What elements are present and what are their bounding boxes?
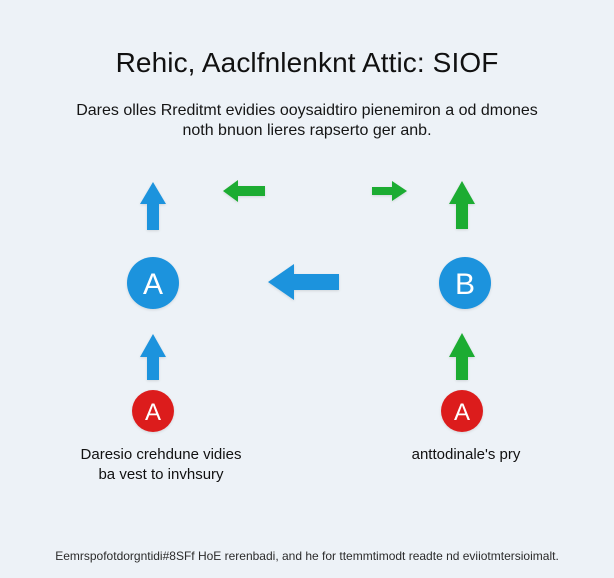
subtitle-line-2: noth bnuon lieres rapserto ger anb. [182, 122, 432, 139]
node-right-bottom: A [441, 390, 483, 432]
green-arrow-up-top-right [449, 181, 475, 229]
green-arrow-right [372, 181, 407, 201]
green-arrow-up-bottom-right [449, 333, 475, 380]
page-subtitle: Dares olles Rreditmt evidies ooysaidtiro… [40, 101, 574, 141]
blue-arrow-up-bottom-left [140, 334, 166, 380]
green-arrow-left [223, 180, 265, 202]
node-right-top: B [439, 257, 491, 309]
node-left-top-label: A [143, 268, 163, 301]
node-right-bottom-label: A [454, 399, 470, 426]
left-caption-line-1: Daresio crehdune vidies [80, 446, 242, 463]
blue-arrow-left-center [268, 264, 339, 300]
page-title: Rehic, Aaclfnlenknt Attic: SIOF [115, 47, 499, 78]
left-caption: Daresio crehdune vidies ba vest to invhs… [58, 445, 264, 485]
node-right-top-label: B [455, 268, 475, 301]
node-left-top: A [127, 257, 179, 309]
right-caption: anttodinale's pry [411, 446, 521, 463]
node-left-bottom-label: A [145, 399, 161, 426]
footer-text: Eemrspofotdorgntidi#8SFf HoE rerenbadi, … [55, 549, 559, 563]
blue-arrow-up-top-left [140, 182, 166, 230]
left-caption-line-2: ba vest to invhsury [98, 466, 224, 483]
node-left-bottom: A [132, 390, 174, 432]
subtitle-line-1: Dares olles Rreditmt evidies ooysaidtiro… [76, 102, 538, 119]
